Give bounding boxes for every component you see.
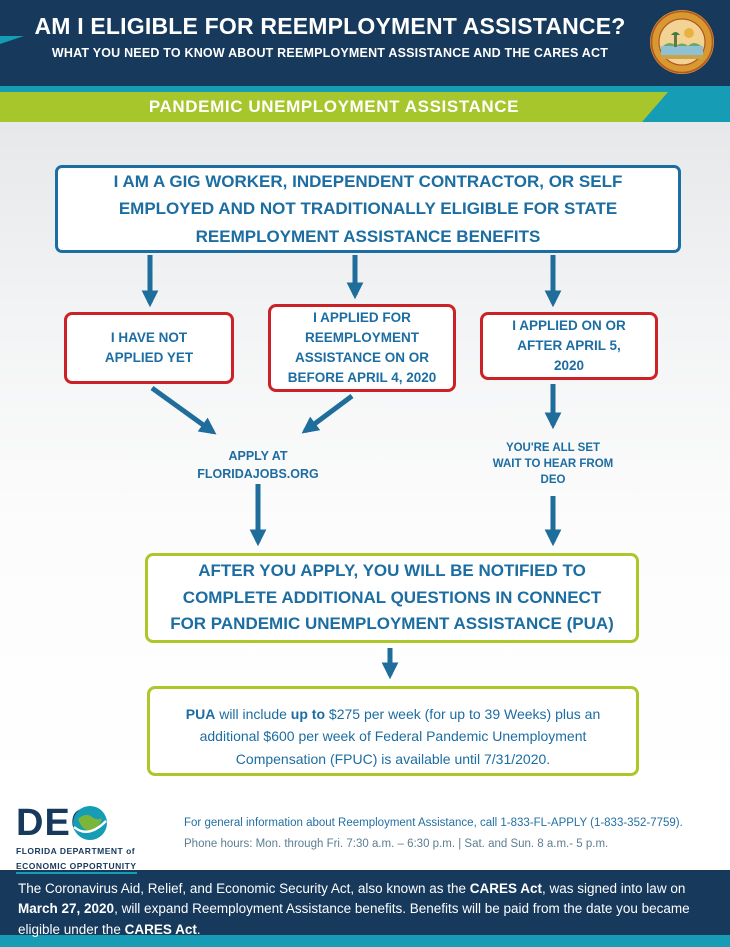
cares-text: The Coronavirus Aid, Relief, and Economi…	[18, 881, 470, 896]
cares-text: .	[196, 921, 201, 937]
florida-state-seal-icon	[649, 9, 715, 75]
apply-note-line: APPLY AT	[228, 449, 288, 463]
all-set-note-line: DEO	[540, 474, 566, 487]
cares-text: , will expand Reemployment Assistance be…	[18, 901, 690, 937]
deo-logo: DEO FLORIDA DEPARTMENT of ECONOMIC OPPOR…	[16, 804, 162, 874]
all-set-note-line: YOU'RE ALL SET	[505, 442, 601, 454]
pua-bold: PUA	[185, 706, 216, 722]
contact-info: For general information about Reemployme…	[184, 796, 683, 870]
pua-bold: up to	[290, 706, 326, 722]
arrow-option1-to-apply	[150, 385, 217, 435]
deo-dept-line1: FLORIDA DEPARTMENT of	[16, 846, 136, 856]
cares-bold: CARES Act	[469, 881, 542, 896]
flowchart: I AM A GIG WORKER, INDEPENDENT CONTRACTO…	[0, 122, 730, 796]
all-set-note: YOU'RE ALL SET WAIT TO HEAR FROM DEO	[478, 440, 628, 488]
header: AM I ELIGIBLE FOR REEMPLOYMENT ASSISTANC…	[0, 0, 730, 86]
apply-note-line: FLORIDAJOBS.ORG	[197, 467, 319, 482]
option-box-applied-before-apr4: I APPLIED FOR REEMPLOYMENT ASSISTANCE ON…	[268, 304, 456, 392]
contact-hours-line: Phone hours: Mon. through Fri. 7:30 a.m.…	[184, 837, 609, 850]
deo-dept-line2: ECONOMIC OPPORTUNITY	[16, 861, 137, 874]
arrow-option2-to-apply	[301, 393, 354, 434]
option-box-applied-after-apr5: I APPLIED ON OR AFTER APRIL 5, 2020	[480, 312, 658, 380]
option-box-not-applied: I HAVE NOT APPLIED YET	[64, 312, 234, 384]
footer: DEO FLORIDA DEPARTMENT of ECONOMIC OPPOR…	[0, 796, 730, 874]
page-subtitle: WHAT YOU NEED TO KNOW ABOUT REEMPLOYMENT…	[51, 46, 609, 60]
header-titles: AM I ELIGIBLE FOR REEMPLOYMENT ASSISTANC…	[0, 13, 660, 60]
pua-text: $275 per week (for up to 39 Weeks) plus …	[199, 706, 601, 767]
start-box: I AM A GIG WORKER, INDEPENDENT CONTRACTO…	[55, 165, 681, 253]
section-band: PANDEMIC UNEMPLOYMENT ASSISTANCE	[0, 86, 730, 122]
cares-text: , was signed into law on	[542, 881, 686, 896]
cares-bold: March 27, 2020	[18, 901, 115, 917]
globe-icon	[72, 805, 108, 841]
all-set-note-line: WAIT TO HEAR FROM	[492, 458, 614, 471]
notify-box: AFTER YOU APPLY, YOU WILL BE NOTIFIED TO…	[145, 553, 639, 643]
bottom-teal-strip	[0, 935, 730, 947]
band-fold-decoration	[0, 36, 24, 44]
pua-text: will include	[215, 706, 291, 722]
cares-act-band: The Coronavirus Aid, Relief, and Economi…	[0, 870, 730, 937]
pua-benefits-box: PUA will include up to $275 per week (fo…	[147, 686, 639, 776]
section-band-green-bar: PANDEMIC UNEMPLOYMENT ASSISTANCE	[0, 92, 668, 122]
page-title: AM I ELIGIBLE FOR REEMPLOYMENT ASSISTANC…	[34, 13, 626, 39]
contact-phone-line: For general information about Reemployme…	[184, 817, 683, 829]
section-title: PANDEMIC UNEMPLOYMENT ASSISTANCE	[148, 97, 520, 116]
apply-note: APPLY AT FLORIDAJOBS.ORG	[178, 447, 338, 483]
cares-bold: CARES Act	[124, 921, 197, 937]
